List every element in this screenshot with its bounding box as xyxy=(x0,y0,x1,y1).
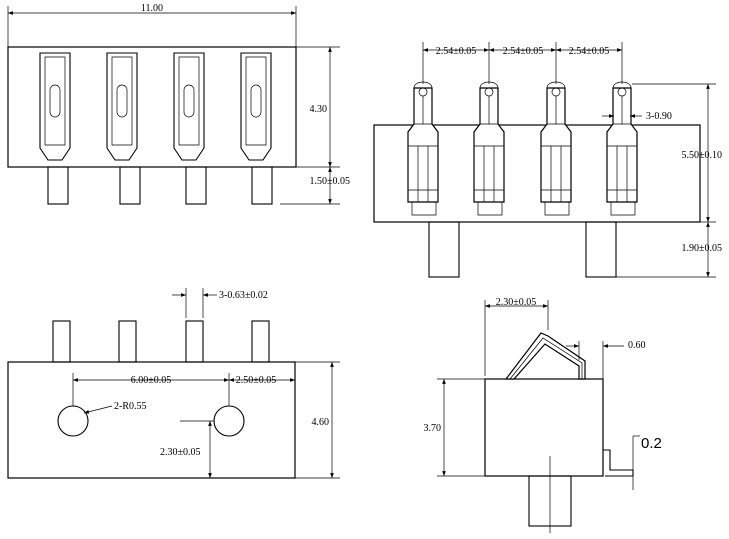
top-pin xyxy=(606,81,638,216)
bottom-post-offset-dim: 2.50±0.05 xyxy=(236,375,277,386)
top-body-height-dim: 5.50±0.10 xyxy=(682,150,723,161)
front-pin-length-dim: 1.50±0.05 xyxy=(310,176,351,187)
side-terminal-thickness-dim: 0.2 xyxy=(641,435,662,452)
top-post-length-dim: 1.90±0.05 xyxy=(682,243,723,254)
bottom-pin xyxy=(251,320,270,363)
top-tip-width-dim: 3-0.90 xyxy=(646,111,672,122)
bottom-post-radius-dim: 2-R0.55 xyxy=(114,401,147,412)
bottom-pin xyxy=(118,320,137,363)
top-pitch-dim: 2.54±0.05 xyxy=(569,46,610,57)
side-contact-thickness-dim: 0.60 xyxy=(628,340,646,351)
side-contact-offset-dim: 2.30±0.05 xyxy=(496,297,537,308)
front-contact xyxy=(240,52,273,205)
bottom-post-height-dim: 2.30±0.05 xyxy=(160,447,201,458)
bottom-pin xyxy=(185,320,204,363)
top-view: 2.54±0.05 2.54±0.05 2.54±0.05 3-0.90 5.5… xyxy=(373,42,723,278)
top-post xyxy=(585,221,617,278)
top-pin xyxy=(407,81,439,216)
top-pin xyxy=(540,81,572,216)
front-body xyxy=(7,46,297,168)
bottom-post-spacing-dim: 6.00±0.05 xyxy=(131,375,172,386)
bottom-view: 3-0.63±0.02 6.00±0.05 2.50±0.05 2-R0.55 … xyxy=(7,288,340,479)
front-contact xyxy=(39,52,71,205)
top-pin xyxy=(473,81,505,216)
front-contact xyxy=(173,52,207,205)
side-terminal xyxy=(603,449,634,477)
front-view: 11.00 4.30 1.50±0.05 xyxy=(7,3,351,205)
top-pitch-dim: 2.54±0.05 xyxy=(503,46,544,57)
side-view: 2.30±0.05 0.60 3.70 0.2 xyxy=(424,297,662,533)
side-body xyxy=(484,378,604,477)
top-pitch-dim: 2.54±0.05 xyxy=(436,46,477,57)
front-contact xyxy=(106,52,141,205)
bottom-pin-width-dim: 3-0.63±0.02 xyxy=(219,290,268,301)
bottom-body-height-dim: 4.60 xyxy=(312,417,330,428)
top-post xyxy=(428,221,460,278)
front-width-dim: 11.00 xyxy=(141,3,163,14)
side-body-height-dim: 3.70 xyxy=(424,423,442,434)
bottom-pin xyxy=(52,320,71,363)
front-height-dim: 4.30 xyxy=(310,104,328,115)
